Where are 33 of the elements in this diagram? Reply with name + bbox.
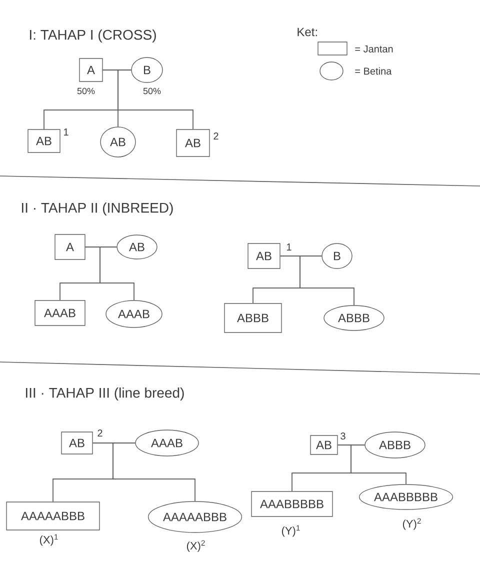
index-number: 1 [64,128,68,136]
legend-text: = Jantan [355,46,393,52]
genotype-box: AB [28,129,60,153]
genotype-box: AB [310,435,338,455]
section-heading: III · TAHAP III (line breed) [26,387,184,401]
genotype-box: AB [61,432,93,454]
percentage-label: 50% [77,88,95,94]
genotype-box: AAAB [34,300,86,326]
genotype-box: A [54,234,86,260]
genotype-box: A [79,58,103,82]
offspring-label: (X)$^{2}$ [186,540,205,552]
legend-text: = Betina [355,67,392,75]
genotype-box: AB [176,129,210,157]
genotype-box: AAAAABBB [6,502,100,530]
legend-heading: Ket: [298,28,317,36]
offspring-label: (Y)$^{2}$ [402,518,421,530]
index-number: 1 [287,244,292,250]
genotype-box: AB [248,243,280,269]
genotype-box: AAABBBBB [251,491,333,517]
descent-line [100,246,134,300]
index-number: 2 [98,430,102,436]
index-number: 3 [340,432,346,440]
descent-line [350,444,406,484]
section-heading: I: TAHAP I (CROSS) [30,29,156,43]
descent-line [118,70,194,130]
section-heading: II · TAHAP II (INBREED) [22,202,173,216]
descent-line [112,442,196,502]
index-number: 2 [214,132,218,140]
genotype-box: ABBB [224,303,282,333]
percentage-label: 50% [143,88,161,94]
offspring-label: (Y)$^{1}$ [282,525,300,537]
offspring-label: (X)$^{1}$ [40,534,58,546]
descent-line [300,256,354,306]
